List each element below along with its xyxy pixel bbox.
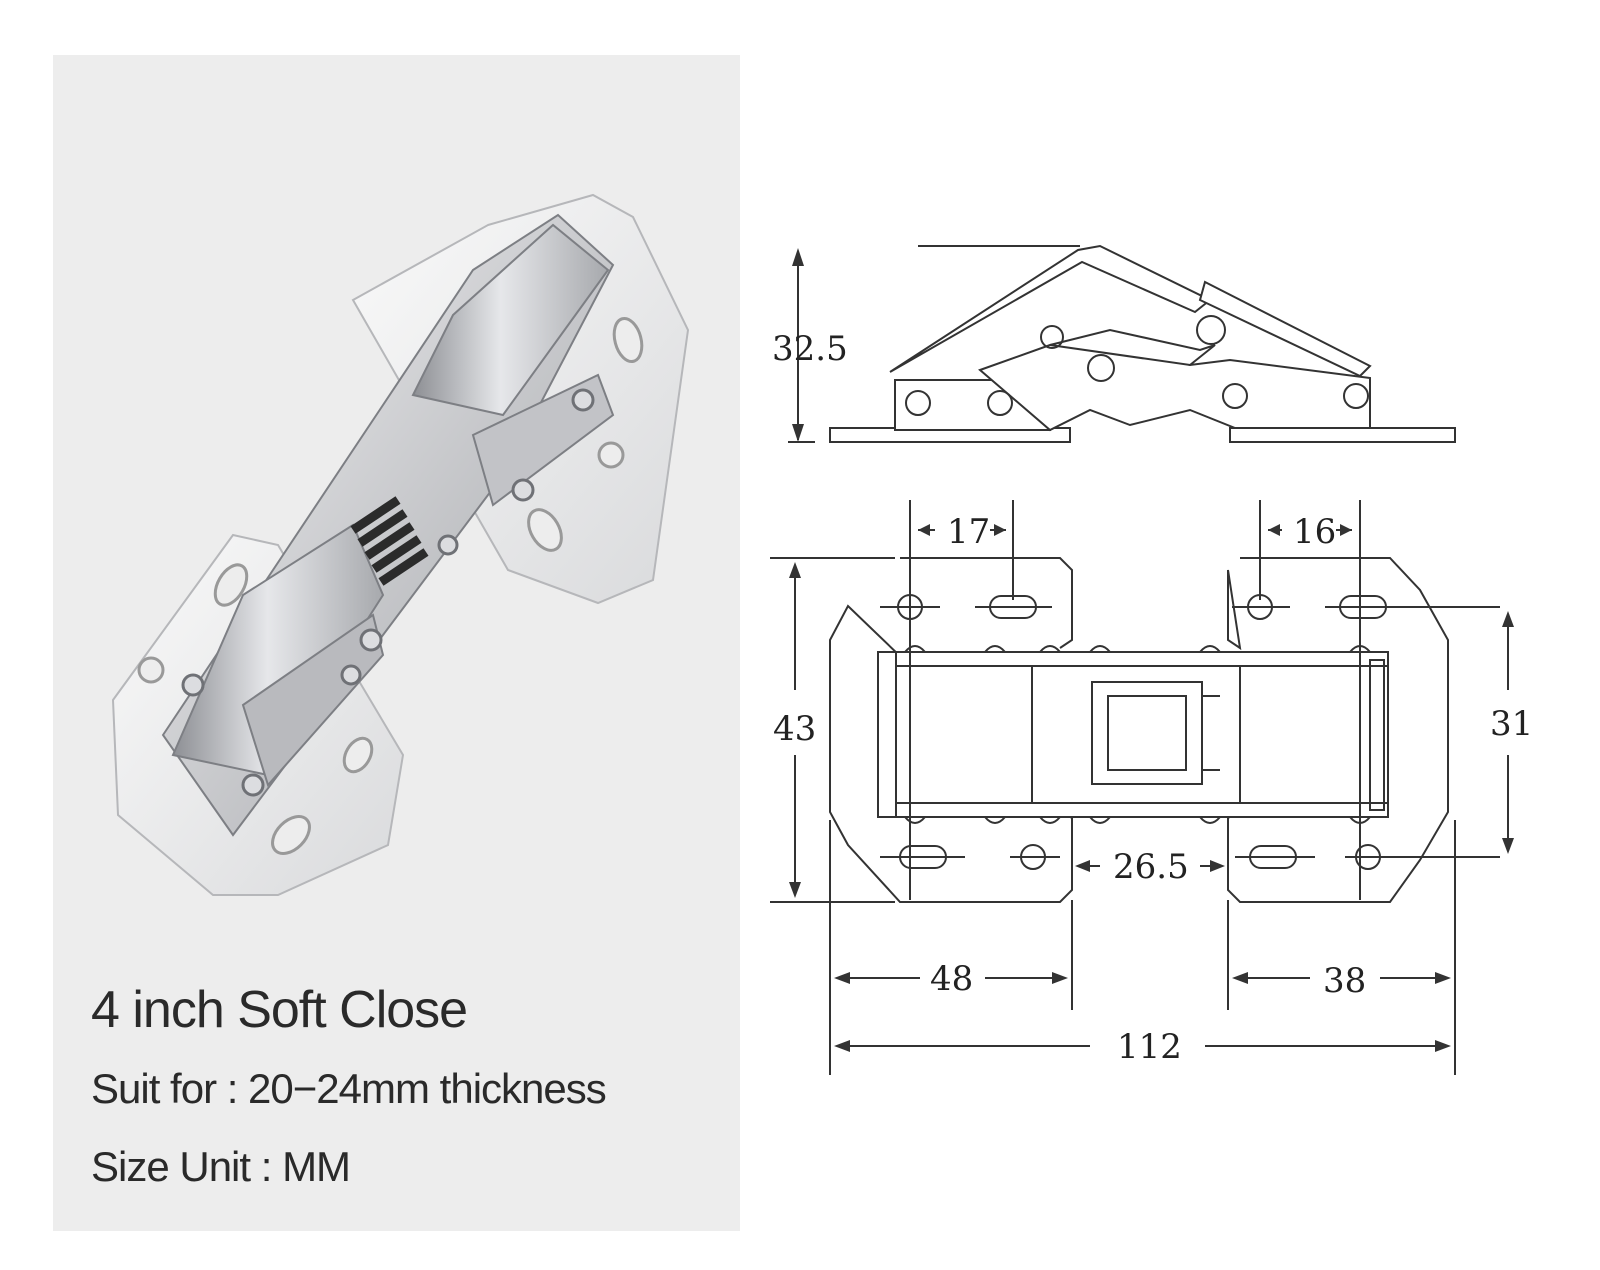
dim-112: 112 — [1117, 1027, 1182, 1067]
product-photo-panel: 4 inch Soft Close Suit for : 20−24mm thi… — [53, 55, 740, 1231]
thickness-spec: Suit for : 20−24mm thickness — [91, 1065, 607, 1112]
hinge-photo — [111, 193, 690, 896]
dim-43: 43 — [773, 709, 816, 749]
spring — [350, 496, 429, 586]
dim-17: 17 — [947, 512, 990, 552]
dim-32-5: 32.5 — [772, 329, 848, 369]
dim-16: 16 — [1293, 512, 1336, 552]
arrowheads — [789, 524, 1514, 1052]
top-view — [829, 557, 1500, 903]
side-view — [788, 244, 1456, 443]
dim-48: 48 — [930, 959, 973, 999]
dim-26-5: 26.5 — [1113, 847, 1189, 887]
dim-31: 31 — [1490, 704, 1533, 744]
product-title: 4 inch Soft Close — [91, 981, 468, 1039]
size-unit: Size Unit : MM — [91, 1143, 351, 1190]
dim-38: 38 — [1323, 961, 1366, 1001]
